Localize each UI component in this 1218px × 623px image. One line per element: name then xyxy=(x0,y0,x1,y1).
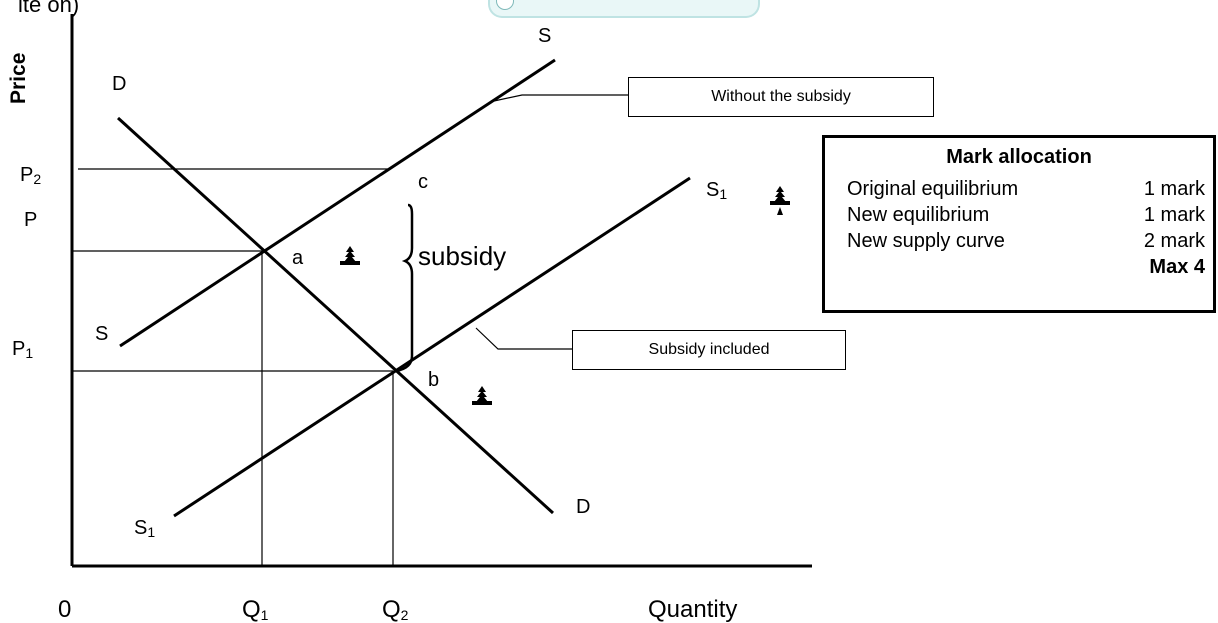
price-label-p1: P1 xyxy=(12,338,34,361)
supply1-label-bottom: S1 xyxy=(134,517,156,540)
toolbar-tab[interactable] xyxy=(488,0,760,18)
y-axis-label: Price xyxy=(7,52,30,104)
supply1-label-right: S1 xyxy=(706,179,728,202)
subsidy-label: subsidy xyxy=(418,241,507,271)
subsidy-included-leader xyxy=(475,327,572,350)
supply-label-top: S xyxy=(538,25,552,47)
mark-max: Max 4 xyxy=(1149,256,1205,278)
demand-label-top: D xyxy=(112,73,127,95)
subsidy-included-callout: Subsidy included xyxy=(572,330,846,370)
without-subsidy-callout: Without the subsidy xyxy=(628,77,934,117)
mark-row-value: 1 mark xyxy=(1143,204,1205,226)
point-label-b: b xyxy=(428,369,440,391)
point-label-a: a xyxy=(292,247,304,269)
mark-allocation-box: Mark allocation Original equilibrium 1 m… xyxy=(822,135,1216,313)
mark-row-item: New supply curve xyxy=(847,230,1005,252)
mark-row-value: 1 mark xyxy=(1143,178,1205,200)
without-subsidy-leader xyxy=(493,94,628,102)
mark-row-item: Original equilibrium xyxy=(847,178,1019,200)
mark-row-value: 2 mark xyxy=(1143,230,1205,252)
quantity-label-q1: Q1 xyxy=(242,596,269,623)
origin-label: 0 xyxy=(58,596,72,623)
supply-curve-s1 xyxy=(173,176,691,518)
demand-label-bottom: D xyxy=(576,496,591,518)
supply-label-left: S xyxy=(95,323,109,345)
quantity-label-q2: Q2 xyxy=(382,596,409,623)
x-axis-label: Quantity xyxy=(648,596,738,623)
demand-curve xyxy=(116,116,555,515)
mark-row-item: New equilibrium xyxy=(847,204,990,226)
cropped-heading-fragment: ite on) xyxy=(18,0,80,17)
point-label-c: c xyxy=(418,171,428,193)
subsidy-brace xyxy=(395,203,414,373)
mark-allocation-title: Mark allocation xyxy=(946,146,1092,168)
price-label-p: P xyxy=(24,209,38,231)
supply-curve-s xyxy=(119,58,556,348)
price-label-p2: P2 xyxy=(20,164,42,187)
